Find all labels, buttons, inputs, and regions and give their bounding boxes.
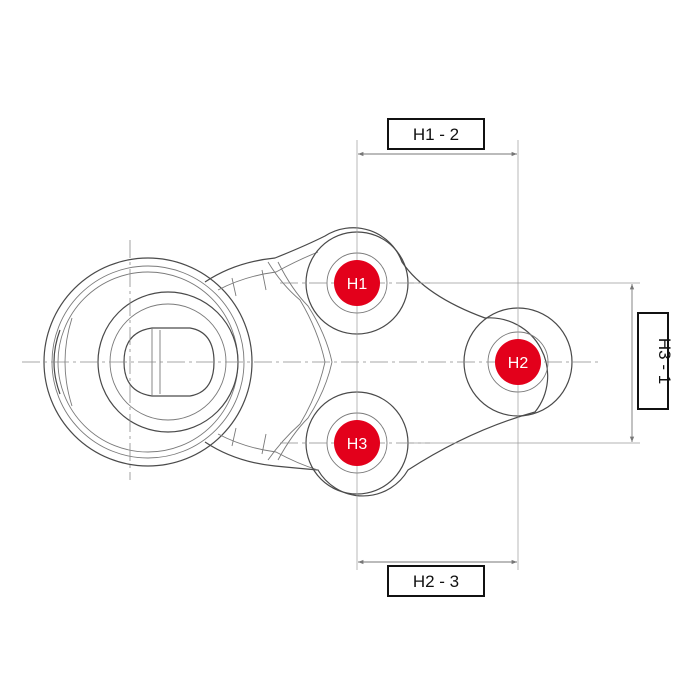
arm-body	[204, 227, 549, 497]
hole-h3-label: H3	[347, 436, 368, 453]
dimension-lines	[358, 151, 635, 565]
hole-h3-dot	[334, 420, 380, 466]
hole-marker-h3: H3	[334, 420, 380, 466]
dimension-text-h3-1: H3 - 1	[655, 338, 674, 384]
hole-h2-dot	[495, 339, 541, 385]
dimension-label-h3-1: H3 - 1	[637, 312, 674, 410]
dimension-text-h1-2: H1 - 2	[413, 125, 459, 144]
dimension-label-h1-2: H1 - 2	[387, 118, 485, 150]
hole-h1-dot	[334, 260, 380, 306]
hole-marker-h1: H1	[334, 260, 380, 306]
hole-marker-h2: H2	[495, 339, 541, 385]
hole-h2-label: H2	[508, 355, 529, 372]
hole-h1-label: H1	[347, 276, 368, 293]
dimension-text-h2-3: H2 - 3	[413, 572, 459, 591]
dimension-label-h2-3: H2 - 3	[387, 565, 485, 597]
